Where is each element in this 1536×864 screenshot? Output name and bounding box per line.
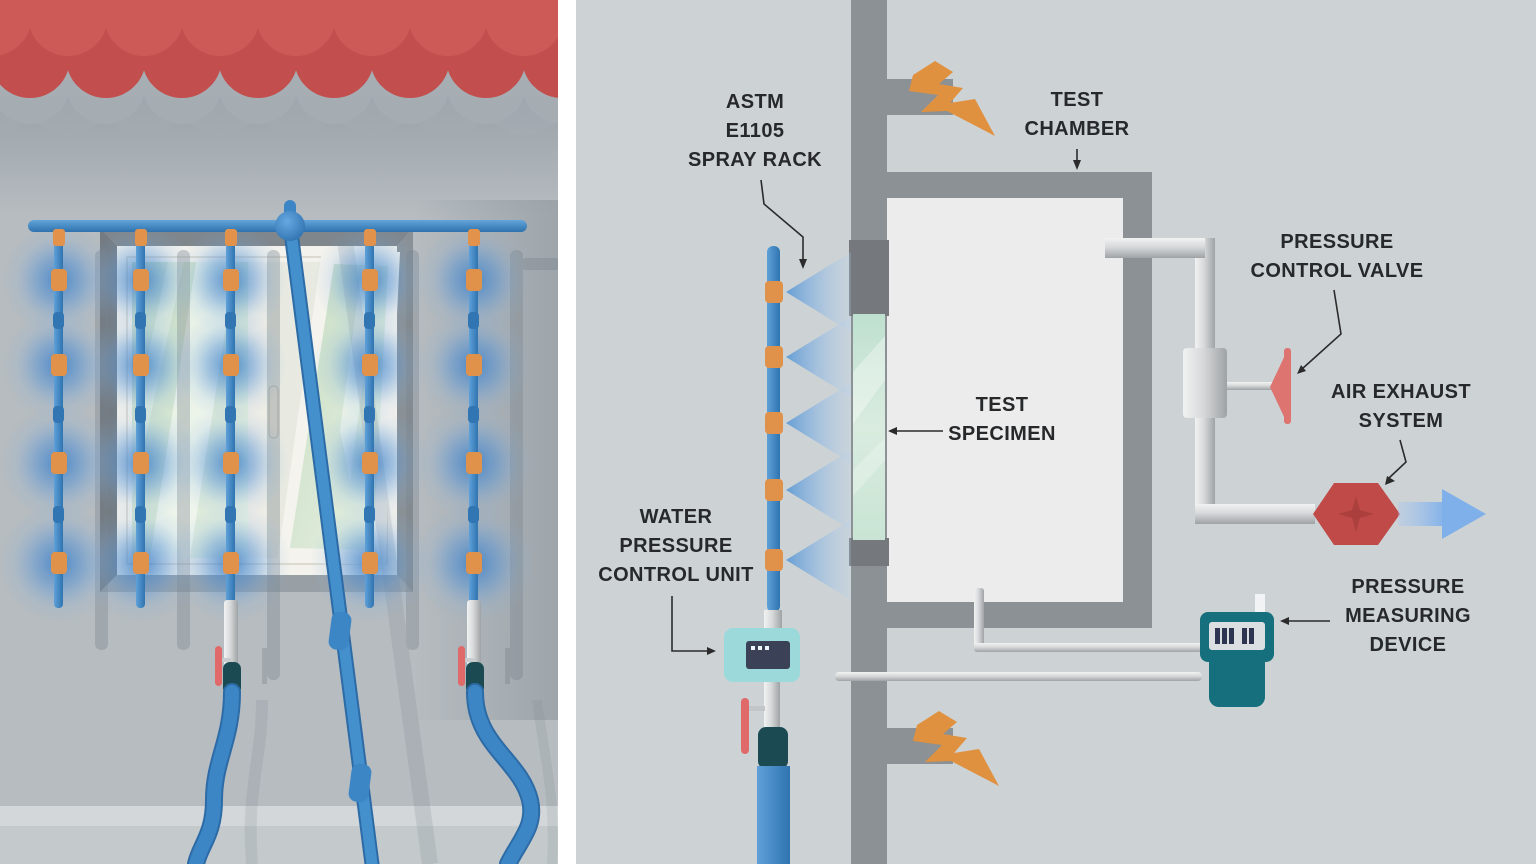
rack-nozzles [765, 281, 783, 571]
label-pressure-control-valve: PRESSURE CONTROL VALVE [1251, 228, 1424, 286]
label-line: ASTM [725, 91, 785, 113]
label-test-specimen: TEST SPECIMEN [948, 391, 1056, 449]
water-supply-hose [757, 766, 790, 864]
label-line: SPECIMEN [948, 423, 1056, 445]
airflow-arrow-icon [1398, 489, 1486, 539]
drop-pipe [53, 229, 65, 608]
label-spray-rack: ASTM E1105 SPRAY RACK [688, 88, 822, 175]
hazard-lightning-icons [909, 61, 999, 786]
water-pressure-control-unit [724, 610, 800, 864]
test-chamber [851, 172, 1152, 628]
left-scene-panel [0, 0, 558, 864]
panel-divider [558, 0, 576, 864]
spray-rack-drop-pipes [51, 229, 541, 864]
shutoff-lever-icon [215, 646, 222, 686]
label-line: SPRAY RACK [687, 149, 823, 171]
label-water-pressure-control-unit: WATER PRESSURE CONTROL UNIT [598, 503, 754, 590]
manifold-pipe [28, 200, 527, 241]
pressure-sensing-tubes [835, 588, 1202, 681]
spray-nozzles [51, 269, 482, 574]
exhaust-piping [1105, 238, 1315, 524]
specimen-glass [853, 314, 885, 540]
air-exhaust-fan-icon [1313, 483, 1400, 545]
metal-connector [224, 600, 238, 666]
label-leader-lines [671, 149, 1407, 652]
valve-body [1183, 348, 1227, 418]
sidewalk-band [0, 806, 558, 826]
pipe-coupler [328, 611, 352, 651]
label-line: SYSTEM [1358, 410, 1444, 432]
diagonal-supply-pipe [282, 216, 380, 864]
label-line: WATER [639, 506, 713, 528]
test-specimen [849, 240, 889, 566]
pressure-measuring-device [1200, 594, 1274, 707]
ground [0, 826, 558, 864]
label-line: CHAMBER [1024, 118, 1130, 140]
label-pressure-measuring-device: PRESSURE MEASURING DEVICE [1345, 573, 1471, 660]
label-line: E1105 [725, 120, 785, 142]
hose-coupling [758, 727, 788, 769]
drop-pipe [135, 229, 147, 608]
control-unit-display [746, 641, 790, 669]
awning-icon [0, 0, 558, 136]
device-antenna [1255, 594, 1265, 616]
label-line: PRESSURE [619, 535, 733, 557]
label-line: CONTROL UNIT [598, 564, 754, 586]
label-line: TEST [1050, 89, 1104, 111]
label-line: DEVICE [1369, 634, 1447, 656]
label-test-chamber: TEST CHAMBER [1024, 86, 1129, 144]
right-schematic-panel [576, 0, 1536, 864]
label-arrowheads [707, 160, 1395, 655]
supply-hose [468, 685, 539, 864]
label-line: TEST [975, 394, 1029, 416]
lightning-bolt-icon [909, 61, 995, 136]
spray-mist-glows [0, 224, 534, 623]
shutoff-lever-icon [458, 646, 465, 686]
pressure-control-valve-handle [1270, 348, 1291, 424]
label-line: CONTROL VALVE [1250, 260, 1424, 282]
label-line: AIR EXHAUST [1331, 381, 1471, 403]
lightning-bolt-icon [913, 711, 999, 786]
metal-connector [764, 682, 780, 730]
spray-rack-riser [765, 246, 783, 612]
pipe-coupler [348, 763, 372, 803]
shutoff-lever-icon [741, 698, 749, 754]
supply-hose [189, 685, 239, 864]
drop-pipe-with-hose [458, 229, 541, 864]
label-air-exhaust-system: AIR EXHAUST SYSTEM [1331, 378, 1471, 436]
specimen-clamp-bottom [849, 538, 889, 566]
metal-connector [467, 600, 481, 666]
label-line: MEASURING [1345, 605, 1471, 627]
spray-cones [786, 252, 851, 600]
ball-valve-icon [275, 211, 305, 241]
valve-stem [1227, 382, 1272, 390]
label-line: PRESSURE [1351, 576, 1465, 598]
drop-pipe [364, 229, 376, 608]
label-line: PRESSURE [1280, 231, 1394, 253]
drop-pipe-with-hose [187, 229, 241, 864]
chamber-interior [887, 198, 1123, 602]
specimen-clamp-top [849, 240, 889, 316]
